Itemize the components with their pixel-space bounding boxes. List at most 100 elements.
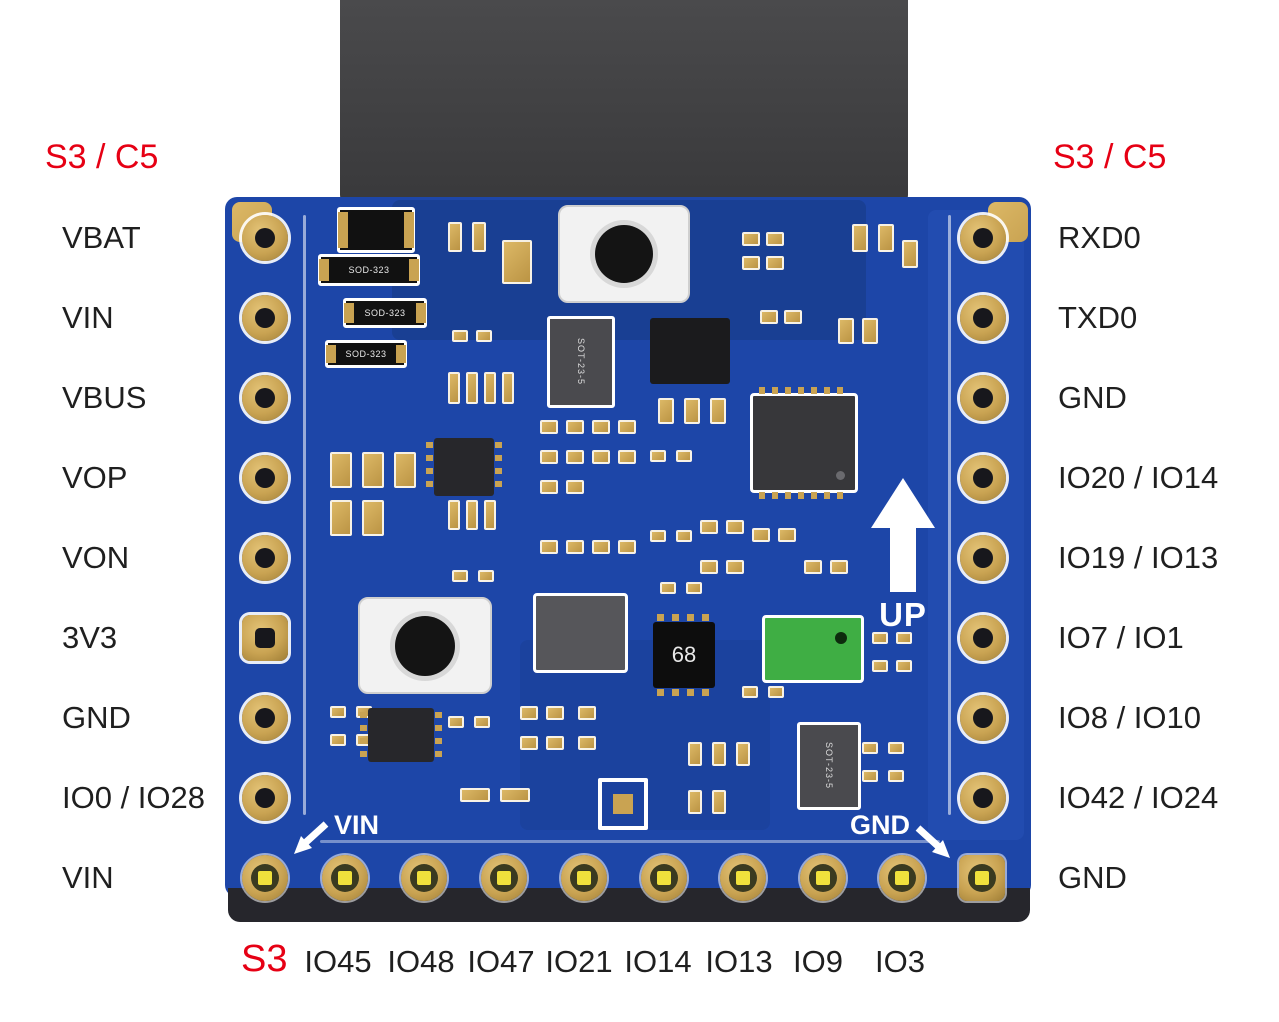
smd-pad (566, 450, 584, 464)
pin-label-left: VBAT (62, 220, 141, 255)
smd-pad (700, 560, 718, 574)
pin-hole-right (960, 375, 1006, 421)
pin-hole-bottom (641, 855, 687, 901)
smd-pad (872, 632, 888, 644)
smd-pad (766, 232, 784, 246)
smd-pad (466, 500, 478, 530)
smd-pad (688, 742, 702, 766)
silkscreen-trace (320, 840, 940, 843)
pin-hole-left (242, 295, 288, 341)
smd-pad (650, 530, 666, 542)
pin-hole-bottom (800, 855, 846, 901)
smd-pad (700, 520, 718, 534)
smd-pad (578, 706, 596, 720)
smd-pad (618, 450, 636, 464)
smd-pad (896, 632, 912, 644)
smd-pad (520, 706, 538, 720)
pin-label-right: GND (1058, 860, 1127, 895)
push-button-bottom (358, 597, 492, 694)
smd-pad (566, 480, 584, 494)
pin-hole-left (242, 775, 288, 821)
pin-hole-bottom (401, 855, 447, 901)
smd-pad (362, 452, 384, 488)
smd-pad (448, 716, 464, 728)
component-label: SOT-23-5 (576, 338, 586, 386)
smd-pad (448, 372, 460, 404)
smd-pad (650, 450, 666, 462)
pin-hole-bottom (481, 855, 527, 901)
pin-hole-left (242, 215, 288, 261)
smd-pad (484, 500, 496, 530)
smd-pad (540, 450, 558, 464)
smd-pad (618, 420, 636, 434)
smd-pad (474, 716, 490, 728)
pin-hole-left (242, 615, 288, 661)
smd-pad (878, 224, 894, 252)
button-cap (395, 615, 455, 676)
smd-pad (452, 330, 468, 342)
pin-hole-right (960, 455, 1006, 501)
smd-pad (778, 528, 796, 542)
header-right: S3 / C5 (1053, 138, 1167, 176)
pin-hole-right (960, 615, 1006, 661)
smd-pad (742, 686, 758, 698)
component-label: SOD-323 (348, 265, 390, 275)
diode-component (337, 207, 415, 253)
smd-pad (784, 310, 802, 324)
smd-pad (520, 736, 538, 750)
smd-pad (502, 240, 532, 284)
component-label: SOD-323 (364, 308, 406, 318)
smd-pad (476, 330, 492, 342)
usb-connector (340, 0, 908, 205)
smd-pad (592, 540, 610, 554)
smd-pad (502, 372, 514, 404)
pin-hole-right (960, 215, 1006, 261)
smd-pad (862, 742, 878, 754)
smd-pad (500, 788, 530, 802)
smd-pad (896, 660, 912, 672)
smd-pad (566, 540, 584, 554)
smd-pad (862, 770, 878, 782)
pin-hole-right (960, 695, 1006, 741)
smd-pad (686, 582, 702, 594)
gnd-arrow-icon (915, 825, 950, 858)
smd-pad (658, 398, 674, 424)
component-label: 68 (671, 642, 697, 667)
smd-pad (830, 560, 848, 574)
pin-label-bottom: IO3 (875, 944, 925, 979)
pin-label-bottom: IO47 (467, 944, 535, 979)
smd-pad (710, 398, 726, 424)
up-label: UP (879, 596, 927, 633)
pin-hole-bottom (879, 855, 925, 901)
pin-hole-left (242, 455, 288, 501)
component-label: SOT-23-5 (824, 742, 834, 790)
pin-label-right: IO42 / IO24 (1058, 780, 1219, 815)
ic-sot23-bottom: SOT-23-5 (797, 722, 861, 810)
smd-pad (460, 788, 490, 802)
silkscreen-trace (303, 215, 306, 815)
pin-label-right: TXD0 (1058, 300, 1138, 335)
pin-label-left: VOP (62, 460, 128, 495)
pin-hole-bottom (561, 855, 607, 901)
up-arrow-icon (890, 526, 916, 592)
pin-label-right: IO8 / IO10 (1058, 700, 1202, 735)
smd-pad (688, 790, 702, 814)
smd-pad (466, 372, 478, 404)
pin-label-left: VON (62, 540, 130, 575)
pin-label-right: IO7 / IO1 (1058, 620, 1184, 655)
smd-pad (578, 736, 596, 750)
led-pad (613, 794, 633, 814)
smd-pad (540, 420, 558, 434)
smd-pad (712, 742, 726, 766)
smd-pad (540, 480, 558, 494)
smd-pad (330, 706, 346, 718)
pin-label-right: RXD0 (1058, 220, 1141, 255)
bottom-prefix: S3 (241, 938, 288, 980)
header-left: S3 / C5 (45, 138, 159, 176)
smd-pad (888, 770, 904, 782)
ic-crystal-68: 68 (653, 614, 715, 696)
pin-hole-right (960, 295, 1006, 341)
smd-pad (676, 530, 692, 542)
ic-gray-center (533, 593, 628, 673)
